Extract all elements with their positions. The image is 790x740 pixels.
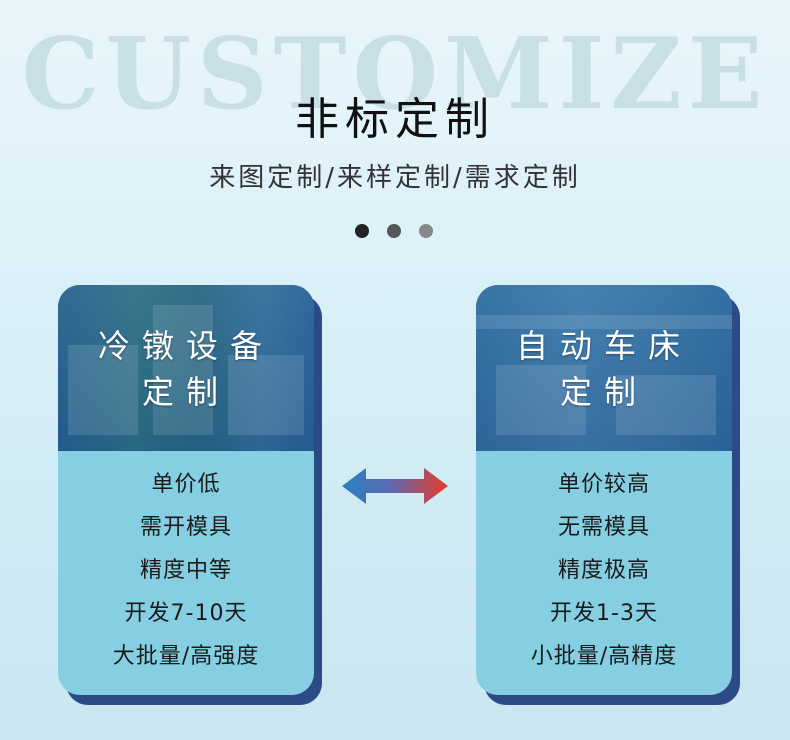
feature-item: 开发1-3天 <box>550 601 658 626</box>
card-photo-cold-heading-machine: 冷镦设备 定制 <box>58 285 314 451</box>
feature-list: 单价较高 无需模具 精度极高 开发1-3天 小批量/高精度 <box>476 463 732 678</box>
card-title-line1: 自动车床 <box>515 327 692 365</box>
feature-item: 需开模具 <box>139 515 232 540</box>
feature-item: 精度极高 <box>557 558 650 583</box>
card-title-line2: 定制 <box>141 373 230 411</box>
page-title: 非标定制 <box>295 94 495 145</box>
dot-2[interactable] <box>387 224 401 238</box>
dot-1[interactable] <box>355 224 369 238</box>
background-watermark-word: CUSTOMIZE <box>21 17 769 132</box>
feature-item: 大批量/高强度 <box>112 644 260 669</box>
card-automatic-lathe: 自动车床 定制 单价较高 无需模具 精度极高 开发1-3天 小批量/高精度 <box>476 285 732 695</box>
feature-item: 单价较高 <box>557 472 650 497</box>
feature-item: 单价低 <box>151 472 221 497</box>
feature-list: 单价低 需开模具 精度中等 开发7-10天 大批量/高强度 <box>58 463 314 678</box>
feature-item: 开发7-10天 <box>124 601 248 626</box>
feature-item: 精度中等 <box>139 558 232 583</box>
feature-item: 小批量/高精度 <box>530 644 678 669</box>
carousel-dots <box>355 224 433 238</box>
feature-item: 无需模具 <box>557 515 650 540</box>
card-title-line2: 定制 <box>559 373 648 411</box>
card-photo-lathe-workshop: 自动车床 定制 <box>476 285 732 451</box>
dot-3[interactable] <box>419 224 433 238</box>
double-arrow-icon <box>342 468 448 504</box>
card-title-line1: 冷镦设备 <box>97 327 274 365</box>
page-subtitle: 来图定制/来样定制/需求定制 <box>209 163 581 193</box>
card-title: 冷镦设备 定制 <box>58 323 314 415</box>
card-cold-heading: 冷镦设备 定制 单价低 需开模具 精度中等 开发7-10天 大批量/高强度 <box>58 285 314 695</box>
card-title: 自动车床 定制 <box>476 323 732 415</box>
